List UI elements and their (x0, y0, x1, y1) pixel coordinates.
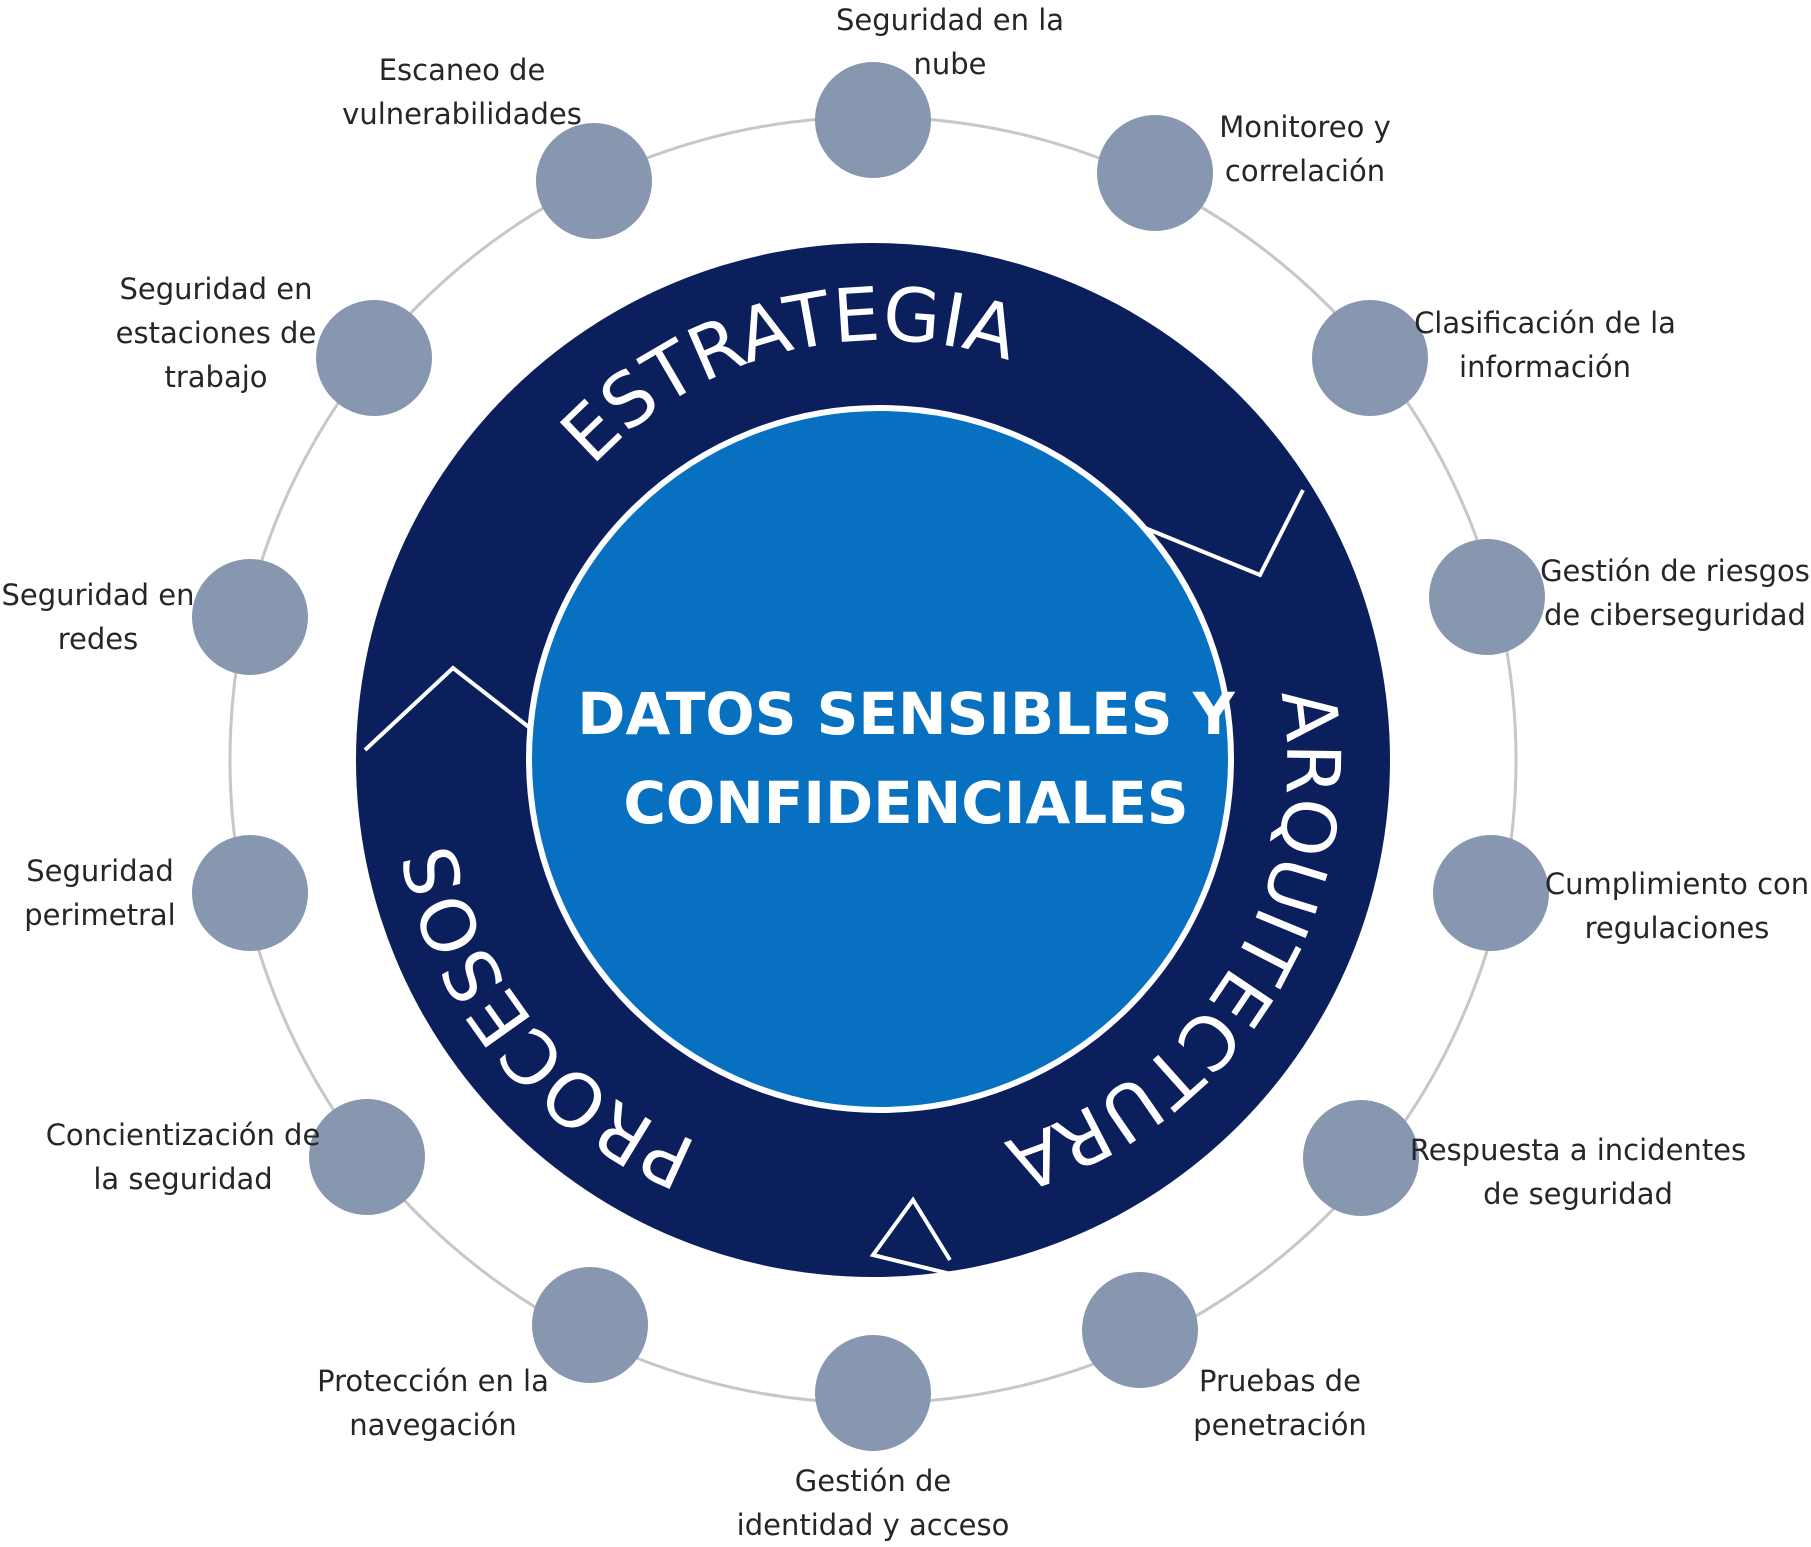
node-circle-1 (815, 62, 931, 178)
node-circle-11 (192, 835, 308, 951)
node-circle-10 (309, 1099, 425, 1215)
node-label-8: Gestión de identidad y acceso (736, 1464, 1010, 1542)
node-label-4: Gestión de riesgos de ciberseguridad (1540, 554, 1810, 632)
node-circle-2 (1097, 115, 1213, 231)
node-label-1: Seguridad en la nube (835, 3, 1065, 81)
node-circle-7 (1082, 1272, 1198, 1388)
segment-divider-arquitectura-procesos (869, 1196, 956, 1277)
node-label-6: Respuesta a incidentes de seguridad (1409, 1133, 1747, 1211)
node-label-12: Seguridad en redes (1, 578, 195, 656)
node-circle-8 (815, 1335, 931, 1451)
center-circle (526, 405, 1234, 1113)
node-circle-3 (1312, 300, 1428, 416)
center-title: DATOS SENSIBLES Y CONFIDENCIALES (577, 680, 1235, 837)
node-circle-14 (536, 123, 652, 239)
segment-divider-procesos-estrategia (363, 665, 532, 752)
node-label-9: Protección en la navegación (317, 1364, 549, 1442)
segment-divider-estrategia-arquitectura (1144, 489, 1305, 578)
node-circle-4 (1429, 539, 1545, 655)
node-circle-13 (316, 300, 432, 416)
node-label-11: Seguridad perimetral (24, 854, 176, 932)
node-label-2: Monitoreo y correlación (1219, 110, 1391, 188)
node-label-13: Seguridad en estaciones de trabajo (115, 272, 317, 394)
node-label-5: Cumplimiento con regulaciones (1544, 867, 1810, 945)
node-label-14: Escaneo de vulnerabilidades (342, 53, 582, 131)
node-circle-5 (1433, 835, 1549, 951)
node-label-7: Pruebas de penetración (1193, 1364, 1367, 1442)
node-circle-9 (532, 1267, 648, 1383)
node-label-3: Clasificación de la información (1414, 306, 1676, 384)
node-circle-12 (192, 559, 308, 675)
node-label-10: Concientización de la seguridad (45, 1118, 321, 1196)
node-circle-6 (1303, 1100, 1419, 1216)
